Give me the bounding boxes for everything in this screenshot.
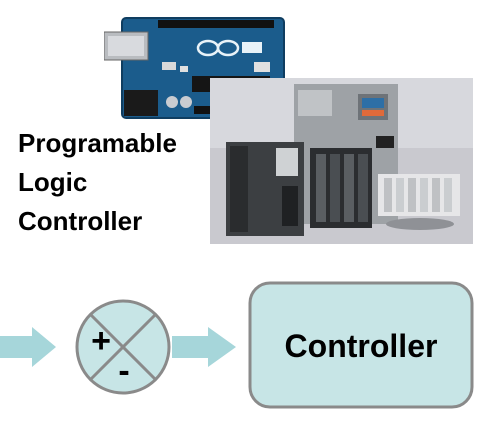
plc-module-left — [226, 142, 304, 236]
plc-equipment-image — [210, 78, 473, 244]
forward-arrow — [172, 327, 236, 367]
plc-rack-center — [310, 148, 372, 228]
controller-block — [248, 281, 474, 409]
title-line-1: Programable — [18, 128, 177, 158]
input-arrow — [0, 327, 56, 367]
plc-compact-modules — [378, 174, 460, 230]
plus-sign: + — [91, 322, 111, 360]
controller-label: Controller — [284, 328, 438, 364]
minus-sign: - — [118, 352, 130, 390]
title-line-2: Logic — [18, 167, 88, 197]
title-line-3: Controller — [18, 206, 143, 236]
summing-junction — [75, 299, 171, 395]
plc-title: Programable Logic Controller — [18, 124, 177, 241]
block-diagram — [0, 281, 474, 409]
